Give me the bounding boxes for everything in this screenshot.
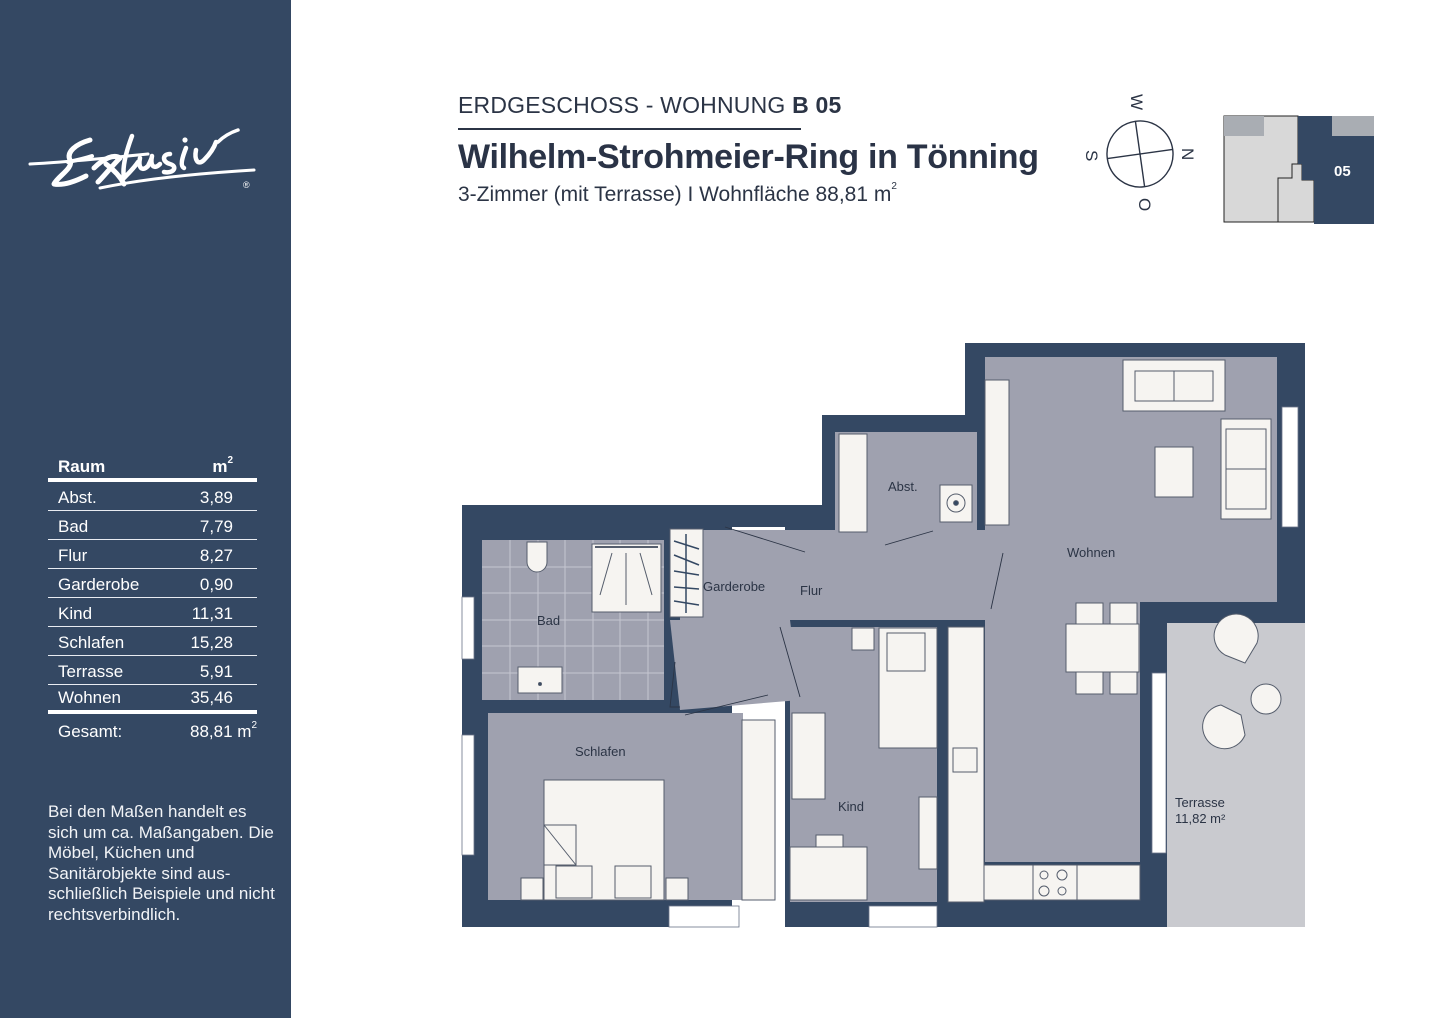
table-row: Bad 7,79 (48, 511, 257, 540)
room-label-schlafen: Schlafen (575, 744, 626, 759)
room-area: 15,28 (190, 633, 233, 652)
floor-plan-drawing: Abst. Bad Garderobe Flur Wohnen Schlafen… (455, 335, 1315, 935)
svg-text:S: S (1082, 150, 1101, 161)
room-name: Kind (58, 604, 93, 623)
table-row: Terrasse 5,91 (48, 656, 257, 685)
room-area: 3,89 (199, 488, 233, 507)
room-label-terrasse: Terrasse (1175, 795, 1225, 810)
svg-text:N: N (1178, 148, 1197, 160)
room-label-kind: Kind (838, 799, 864, 814)
keyplan-unit-label: 05 (1334, 163, 1351, 180)
table-row: Garderobe 0,90 (48, 569, 257, 598)
table-row: Abst. 3,89 (48, 482, 257, 511)
table-row: Schlafen 15,28 (48, 627, 257, 656)
disclaimer-text: Bei den Maßen handelt es sich um ca. Maß… (48, 802, 275, 924)
room-name: Bad (58, 517, 89, 536)
total-label: Gesamt: (58, 722, 123, 741)
page-header: ERDGESCHOSS - WOHNUNG B 05 Wilhelm-Stroh… (458, 92, 1039, 207)
sidebar: ® Raum m2 Abst. 3,89 Bad 7,79 Flur 8,27 Gar… (0, 0, 291, 1018)
compass-rose: W N S O (1080, 92, 1200, 217)
room-name: Garderobe (58, 575, 140, 594)
svg-text:O: O (1135, 198, 1154, 211)
building-key-plan: 05 (1222, 114, 1376, 226)
brand-logo: ® (28, 118, 260, 198)
total-value: 88,81 m2 (190, 720, 257, 741)
room-label-flur: Flur (800, 583, 823, 598)
room-name: Wohnen (58, 688, 122, 707)
table-total-row: Gesamt: 88,81 m2 (48, 714, 257, 742)
unit-number: B 05 (792, 92, 842, 118)
keyplan-icon: 05 (1223, 115, 1374, 224)
floor-plan: Abst. Bad Garderobe Flur Wohnen Schlafen… (455, 335, 1315, 935)
compass-icon: W N S O (1082, 94, 1197, 211)
column-header-room: Raum (58, 457, 106, 476)
room-area: 7,79 (199, 517, 233, 536)
room-label-wohnen: Wohnen (1067, 545, 1115, 560)
room-area: 0,90 (199, 575, 233, 594)
room-area: 11,31 (191, 604, 233, 623)
table-row: Flur 8,27 (48, 540, 257, 569)
floor-unit-label: ERDGESCHOSS - WOHNUNG B 05 (458, 92, 842, 118)
page-subtitle: 3-Zimmer (mit Terrasse) I Wohnfläche 88,… (458, 181, 897, 206)
room-label-bad: Bad (537, 613, 560, 628)
room-area: 35,46 (190, 688, 233, 707)
room-name: Schlafen (58, 633, 125, 652)
page-title: Wilhelm-Strohmeier-Ring in Tönning (458, 138, 1039, 176)
room-label-abst: Abst. (888, 479, 918, 494)
svg-text:W: W (1127, 94, 1146, 110)
room-area: 8,27 (199, 546, 233, 565)
column-header-area: m2 (212, 455, 233, 476)
room-label-terrasse-area: 11,82 m² (1175, 811, 1226, 826)
table-header: Raum m2 (48, 455, 257, 482)
room-label-garderobe: Garderobe (703, 579, 765, 594)
exklusiv-logo-icon: ® (28, 128, 256, 190)
svg-text:®: ® (243, 180, 250, 190)
room-area: 5,91 (199, 662, 233, 681)
room-area-table: Raum m2 Abst. 3,89 Bad 7,79 Flur 8,27 Garde… (48, 455, 257, 742)
room-name: Flur (58, 546, 88, 565)
room-name: Terrasse (58, 662, 124, 681)
room-name: Abst. (58, 488, 97, 507)
header-divider (458, 128, 801, 130)
table-row: Kind 11,31 (48, 598, 257, 627)
table-row: Wohnen 35,46 (48, 685, 257, 714)
